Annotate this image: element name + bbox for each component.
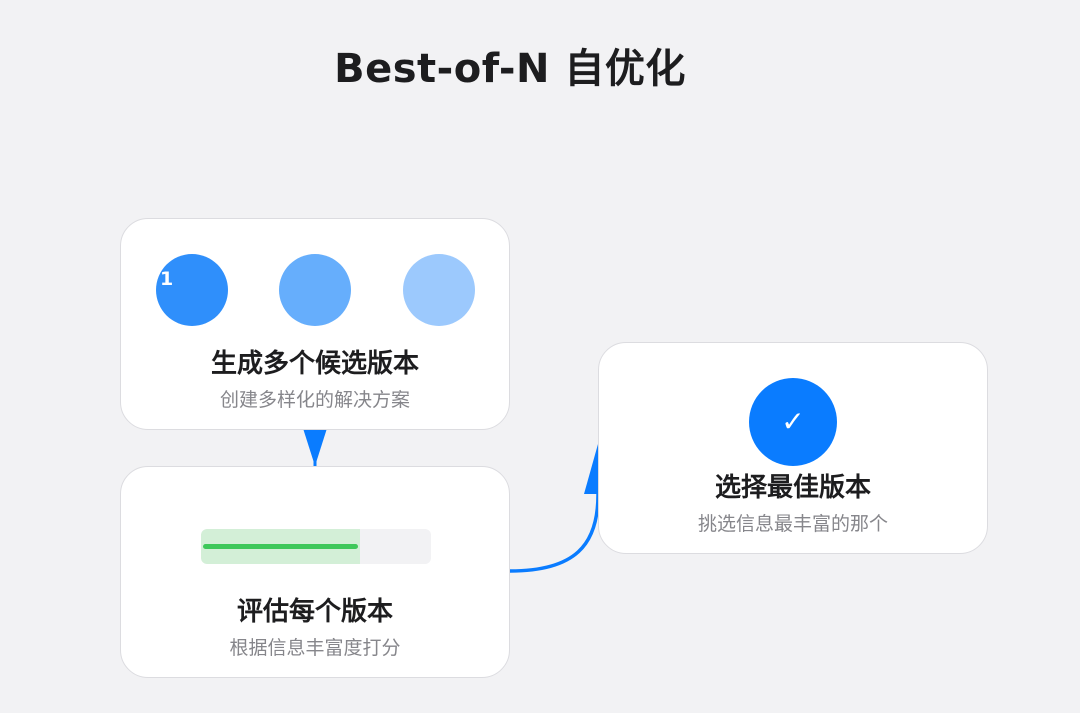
- step-card-generate: 1 生成多个候选版本 创建多样化的解决方案: [120, 218, 510, 430]
- candidate-circle-3: [403, 254, 475, 326]
- step-subtitle: 挑选信息最丰富的那个: [697, 513, 888, 535]
- check-icon: ✓: [749, 378, 837, 466]
- step-title: 选择最佳版本: [714, 473, 871, 503]
- step-subtitle: 创建多样化的解决方案: [219, 389, 410, 411]
- step-title: 评估每个版本: [236, 597, 393, 627]
- arrow-evaluate-to-select: [509, 444, 612, 573]
- step-card-evaluate: 评估每个版本 根据信息丰富度打分: [120, 466, 510, 678]
- step-subtitle: 根据信息丰富度打分: [229, 637, 401, 659]
- arrow-generate-to-evaluate: [301, 422, 329, 466]
- score-bar-line: [203, 544, 358, 549]
- step-card-select: ✓ 选择最佳版本 挑选信息最丰富的那个: [598, 342, 988, 554]
- candidate-circle-1: 1: [156, 254, 228, 326]
- score-bar: [201, 529, 431, 564]
- candidate-number: 1: [160, 268, 174, 290]
- step-title: 生成多个候选版本: [210, 349, 419, 379]
- candidate-circle-2: [279, 254, 351, 326]
- diagram-title: Best-of-N 自优化: [334, 46, 686, 92]
